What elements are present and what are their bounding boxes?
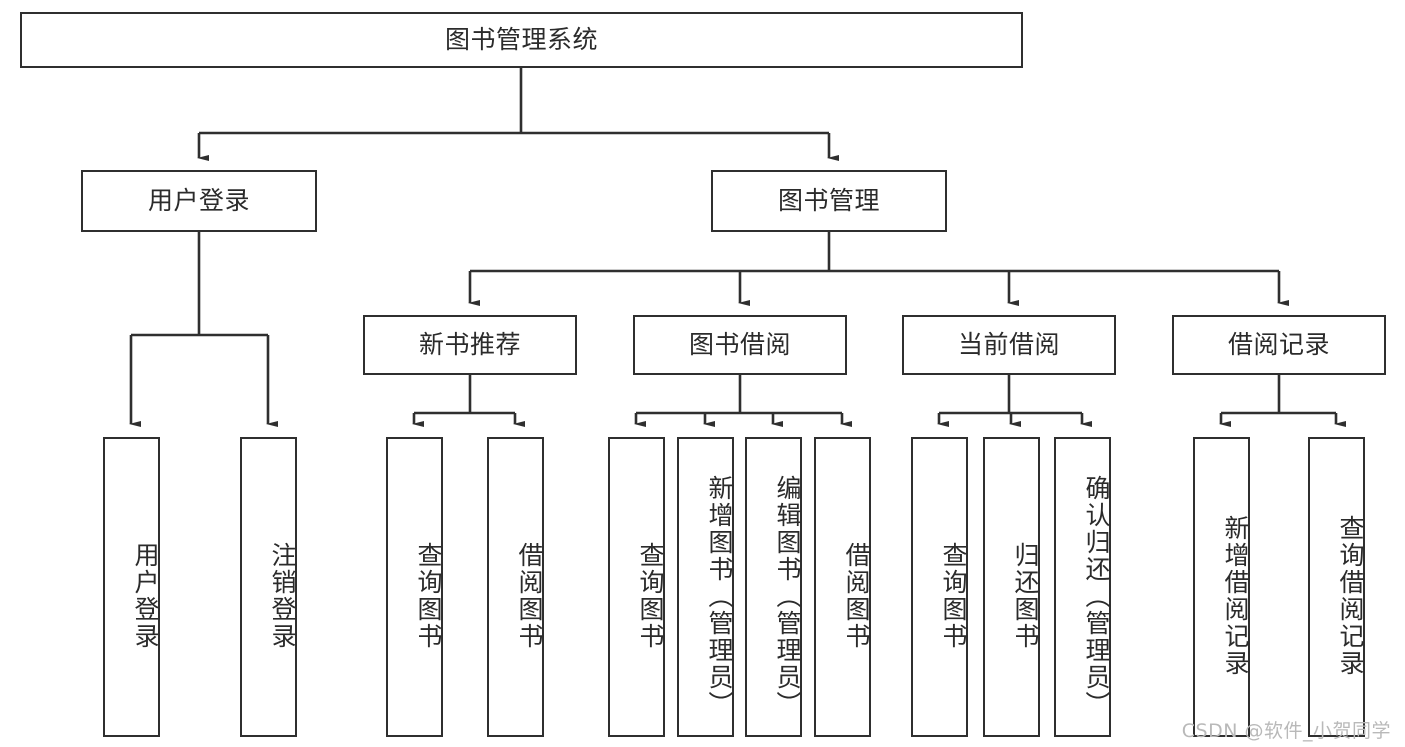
node-leaf-borrow-book-1[interactable]: 借阅图书 <box>487 437 544 737</box>
node-leaf-return-book-label: 归还图书 <box>1011 542 1040 650</box>
node-leaf-edit-book-admin[interactable]: 编辑图书（管理员） <box>745 437 802 737</box>
node-leaf-user-login-label: 用户登录 <box>131 542 160 650</box>
node-leaf-add-borrow-record[interactable]: 新增借阅记录 <box>1193 437 1250 737</box>
node-leaf-query-borrow-record-label: 查询借阅记录 <box>1336 515 1365 677</box>
node-book-manage[interactable]: 图书管理 <box>711 170 947 232</box>
node-leaf-query-book-1[interactable]: 查询图书 <box>386 437 443 737</box>
node-leaf-query-book-2[interactable]: 查询图书 <box>608 437 665 737</box>
node-user-login[interactable]: 用户登录 <box>81 170 317 232</box>
node-book-borrow[interactable]: 图书借阅 <box>633 315 847 375</box>
node-leaf-borrow-book-2-label: 借阅图书 <box>842 542 871 650</box>
node-leaf-query-book-1-label: 查询图书 <box>414 542 443 650</box>
node-new-book-recommend[interactable]: 新书推荐 <box>363 315 577 375</box>
node-leaf-confirm-return-admin-label: 确认归还（管理员） <box>1082 474 1111 718</box>
node-leaf-add-book-admin-label: 新增图书（管理员） <box>705 474 734 718</box>
node-leaf-edit-book-admin-label: 编辑图书（管理员） <box>773 474 802 718</box>
node-new-book-recommend-label: 新书推荐 <box>418 330 521 360</box>
node-book-borrow-label: 图书借阅 <box>688 330 791 360</box>
node-leaf-confirm-return-admin[interactable]: 确认归还（管理员） <box>1054 437 1111 737</box>
node-leaf-query-book-3-label: 查询图书 <box>939 542 968 650</box>
node-leaf-borrow-book-2[interactable]: 借阅图书 <box>814 437 871 737</box>
node-leaf-query-borrow-record[interactable]: 查询借阅记录 <box>1308 437 1365 737</box>
node-borrow-record-label: 借阅记录 <box>1227 330 1330 360</box>
node-book-manage-label: 图书管理 <box>777 186 880 216</box>
node-leaf-borrow-book-1-label: 借阅图书 <box>515 542 544 650</box>
node-leaf-add-book-admin[interactable]: 新增图书（管理员） <box>677 437 734 737</box>
node-root-label: 图书管理系统 <box>444 25 598 55</box>
node-current-borrow-label: 当前借阅 <box>957 330 1060 360</box>
node-root[interactable]: 图书管理系统 <box>20 12 1023 68</box>
node-borrow-record[interactable]: 借阅记录 <box>1172 315 1386 375</box>
node-leaf-user-login[interactable]: 用户登录 <box>103 437 160 737</box>
csdn-watermark: CSDN @软件_小贺同学 <box>1181 720 1391 742</box>
node-leaf-add-borrow-record-label: 新增借阅记录 <box>1221 515 1250 677</box>
node-leaf-query-book-2-label: 查询图书 <box>636 542 665 650</box>
node-leaf-user-logout[interactable]: 注销登录 <box>240 437 297 737</box>
node-current-borrow[interactable]: 当前借阅 <box>902 315 1116 375</box>
node-leaf-user-logout-label: 注销登录 <box>268 542 297 650</box>
node-leaf-query-book-3[interactable]: 查询图书 <box>911 437 968 737</box>
node-leaf-return-book[interactable]: 归还图书 <box>983 437 1040 737</box>
node-user-login-label: 用户登录 <box>147 186 250 216</box>
